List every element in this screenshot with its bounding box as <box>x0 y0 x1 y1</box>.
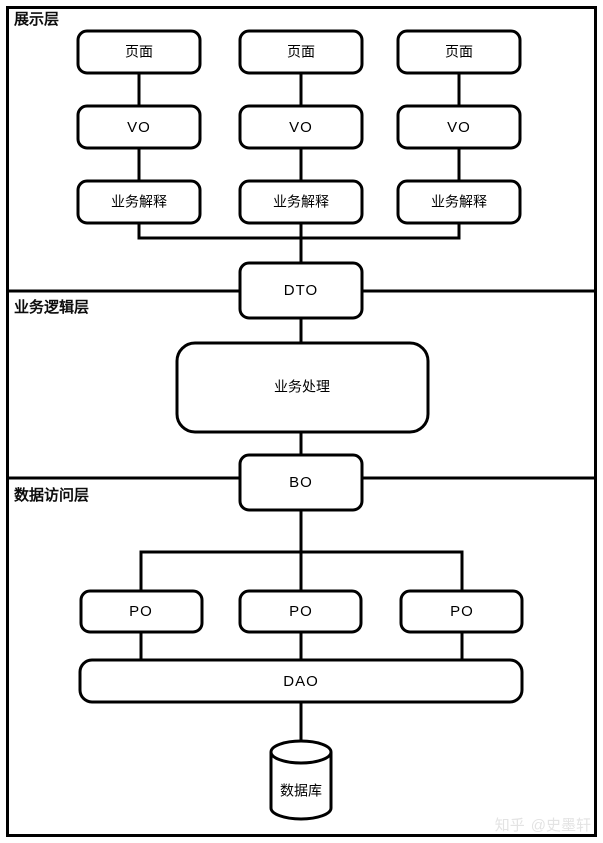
node-database[interactable]: 数据库 <box>269 739 333 821</box>
node-database-label: 数据库 <box>280 783 322 799</box>
node-business-interpret-2[interactable] <box>238 179 364 225</box>
node-po-3[interactable] <box>399 589 524 634</box>
node-dto-label: DTO <box>284 282 318 299</box>
node-vo-3[interactable] <box>396 104 522 150</box>
node-po-1-label: PO <box>129 603 153 620</box>
watermark: 知乎 @史墨轩 <box>495 814 591 835</box>
node-page-2[interactable] <box>238 29 364 75</box>
node-vo-1-label: VO <box>127 119 151 136</box>
node-po-2[interactable] <box>238 589 363 634</box>
node-vo-2-label: VO <box>289 119 313 136</box>
node-vo-1[interactable] <box>76 104 202 150</box>
layer-label-presentation: 展示层 <box>14 11 59 28</box>
database-cylinder-body <box>269 752 333 821</box>
node-dto[interactable] <box>238 261 364 320</box>
node-page-1-label: 页面 <box>125 44 153 60</box>
watermark-platform: 知乎 <box>494 817 525 834</box>
node-po-1[interactable] <box>79 589 204 634</box>
node-po-2-label: PO <box>289 603 313 620</box>
diagram-frame <box>6 6 597 837</box>
node-page-3[interactable] <box>396 29 522 75</box>
node-po-3-label: PO <box>450 603 474 620</box>
node-bo[interactable] <box>238 453 364 512</box>
node-business-interpret-3-label: 业务解释 <box>431 194 487 210</box>
node-page-3-label: 页面 <box>445 44 473 60</box>
watermark-handle: @史墨轩 <box>530 817 591 834</box>
node-business-interpret-3[interactable] <box>396 179 522 225</box>
node-dao-label: DAO <box>283 673 319 690</box>
node-dao[interactable] <box>78 658 524 704</box>
layer-label-business-logic: 业务逻辑层 <box>14 298 89 316</box>
node-bo-label: BO <box>289 474 313 491</box>
node-business-interpret-2-label: 业务解释 <box>273 194 329 210</box>
node-business-interpret-1[interactable] <box>76 179 202 225</box>
node-page-2-label: 页面 <box>287 44 315 60</box>
database-cylinder-top <box>269 739 333 765</box>
node-page-1[interactable] <box>76 29 202 75</box>
node-vo-2[interactable] <box>238 104 364 150</box>
node-business-process[interactable] <box>175 341 430 434</box>
node-business-process-label: 业务处理 <box>274 379 330 395</box>
node-vo-3-label: VO <box>447 119 471 136</box>
layer-label-data-access: 数据访问层 <box>14 486 89 504</box>
node-business-interpret-1-label: 业务解释 <box>111 194 167 210</box>
